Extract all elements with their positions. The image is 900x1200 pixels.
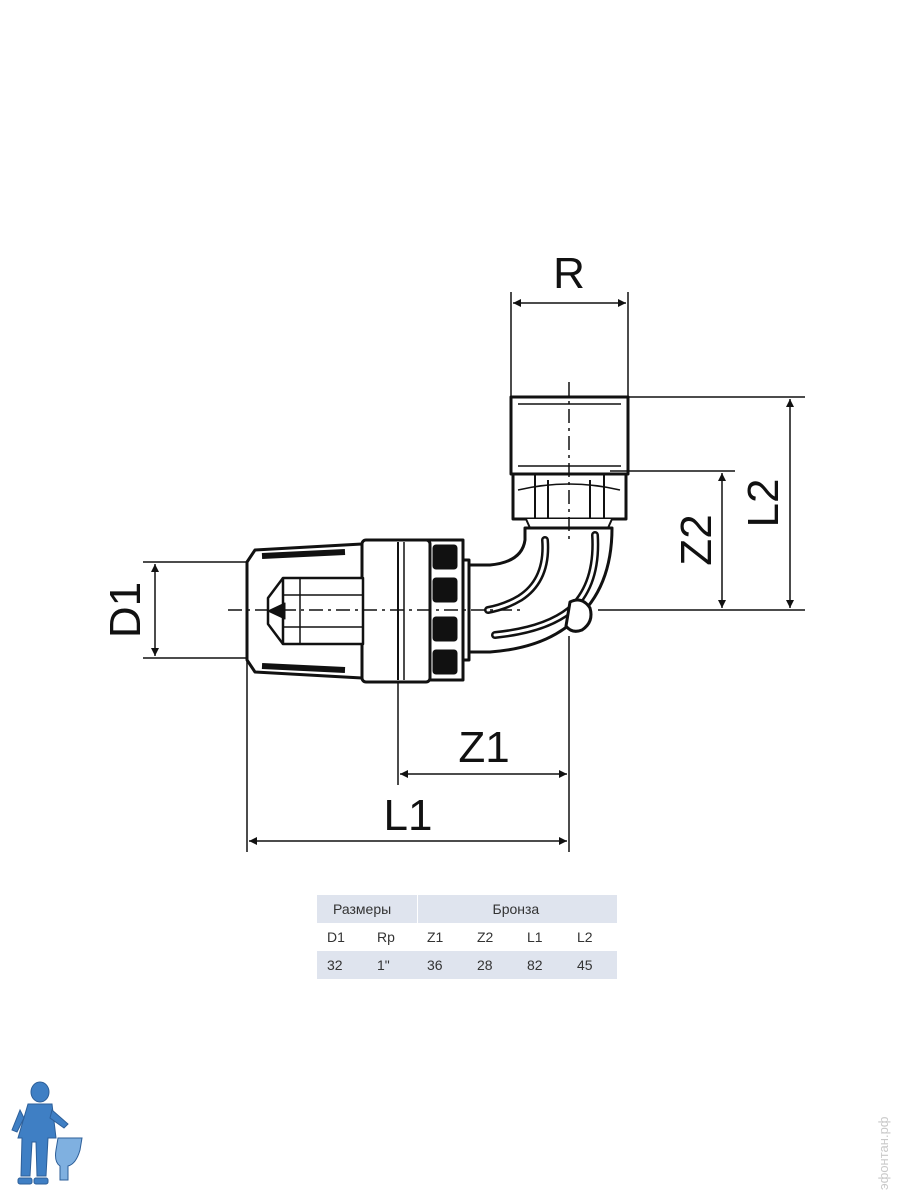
table-header-cell: L1	[517, 923, 567, 951]
table-group-material: Бронза	[416, 895, 617, 923]
table-cell: 1"	[367, 951, 417, 979]
table-cell: 28	[467, 951, 517, 979]
elbow-fitting	[245, 395, 630, 684]
dimension-d1-label: D1	[101, 582, 150, 638]
table-header-cell: Z1	[417, 923, 467, 951]
table-group-sizes: Размеры	[317, 895, 417, 923]
table-cell: 36	[417, 951, 467, 979]
dimension-lines	[151, 299, 794, 845]
site-watermark: эфонтан.рф	[876, 1116, 891, 1191]
table-column-header-row: D1 Rp Z1 Z2 L1 L2	[317, 923, 617, 951]
table-cell: 45	[567, 951, 617, 979]
dimension-r-label: R	[553, 249, 585, 298]
table-header-cell: Rp	[367, 923, 417, 951]
table-header-cell: D1	[317, 923, 367, 951]
specification-table: Размеры Бронза D1 Rp Z1 Z2 L1 L2 32 1" 3…	[317, 895, 617, 979]
centerlines	[228, 382, 570, 611]
dimension-l2-label: L2	[739, 479, 788, 528]
fitting-technical-drawing: R Z1 L1 D1 Z2 L2	[101, 249, 805, 852]
table-cell: 82	[517, 951, 567, 979]
table-header-cell: Z2	[467, 923, 517, 951]
dimension-z2-label: Z2	[672, 514, 721, 565]
table-group-header-row: Размеры Бронза	[317, 895, 617, 923]
dimension-z1-label: Z1	[458, 723, 509, 772]
extension-lines	[143, 292, 805, 852]
table-header-cell: L2	[567, 923, 617, 951]
dimension-l1-label: L1	[384, 791, 433, 840]
plumber-mascot-logo	[11, 1081, 83, 1185]
table-cell: 32	[317, 951, 367, 979]
table-row: 32 1" 36 28 82 45	[317, 951, 617, 979]
